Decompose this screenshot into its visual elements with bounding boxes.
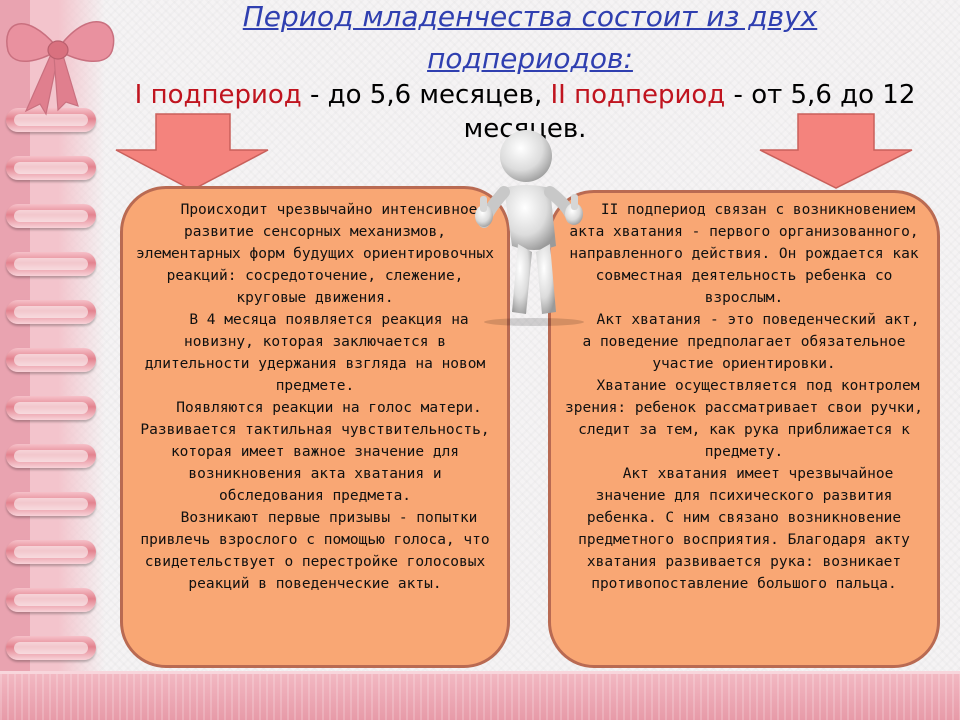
subperiod-1-box: Происходит чрезвычайно интенсивное разви… <box>120 186 510 668</box>
period-2-text: - от 5,6 до 12 месяцев. <box>463 80 916 144</box>
notebook-ring-icon <box>6 156 96 180</box>
notebook-ring-icon <box>6 396 96 420</box>
down-arrow-icon <box>759 113 913 189</box>
subperiod-2-box: II подпериод связан с возникновением акт… <box>548 190 940 668</box>
notebook-ring-icon <box>6 252 96 276</box>
subperiod-2-paragraph: II подпериод связан с возникновением акт… <box>569 202 919 306</box>
slide-title-line-1: Период младенчества состоит из двух <box>242 0 818 33</box>
notebook-ring-icon <box>6 444 96 468</box>
period-2-label: II подпериод <box>550 80 726 110</box>
notebook-ring-icon <box>6 204 96 228</box>
notebook-ring-icon <box>6 540 96 564</box>
subperiod-2-paragraph: Акт хватания - это поведенческий акт, а … <box>582 312 920 372</box>
notebook-ring-icon <box>6 492 96 516</box>
subperiod-1-paragraph: Происходит чрезвычайно интенсивное разви… <box>136 202 494 306</box>
slide-subtitle: I подпериод - до 5,6 месяцев, II подпери… <box>125 78 925 146</box>
notebook-ring-icon <box>6 300 96 324</box>
thumbs-up-figure-icon <box>475 130 584 326</box>
notebook-ring-icon <box>6 348 96 372</box>
down-arrow-icon <box>115 113 269 191</box>
ribbon-bow-icon <box>6 21 115 116</box>
slide-title-line-2: подпериодов: <box>427 42 633 75</box>
notebook-ring-icon <box>6 636 96 660</box>
period-1-text: - до 5,6 месяцев, <box>301 80 551 110</box>
subperiod-1-paragraph: В 4 месяца появляется реакция на новизну… <box>144 312 486 394</box>
subperiod-2-paragraph: Акт хватания имеет чрезвычайное значение… <box>578 466 910 592</box>
subperiod-1-paragraph: Возникают первые призывы - попытки привл… <box>140 510 490 592</box>
subperiod-2-paragraph: Хватание осуществляется под контролем зр… <box>565 378 923 460</box>
subperiod-1-paragraph: Появляются реакции на голос матери. Разв… <box>140 400 490 504</box>
period-1-label: I подпериод <box>134 80 302 110</box>
notebook-ring-icon <box>6 588 96 612</box>
notebook-ring-icon <box>6 108 96 132</box>
bottom-ribbon-border <box>0 671 960 720</box>
